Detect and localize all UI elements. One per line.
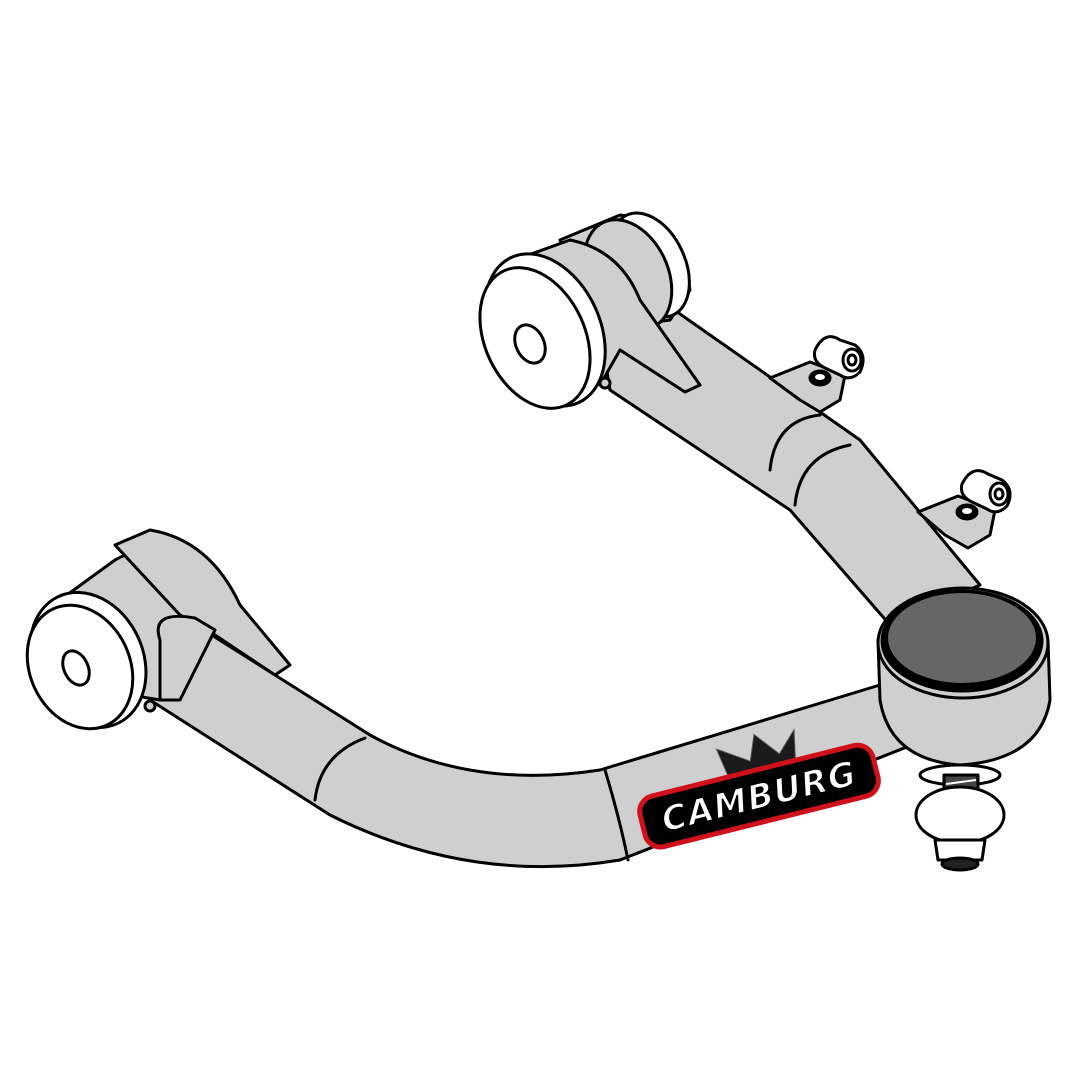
- mounting-tab-lower: [916, 469, 1012, 550]
- front-bushing: [25, 528, 292, 731]
- ball-joint: [876, 586, 1052, 872]
- rear-bushing: [478, 211, 702, 410]
- mounting-tab-upper: [768, 335, 865, 414]
